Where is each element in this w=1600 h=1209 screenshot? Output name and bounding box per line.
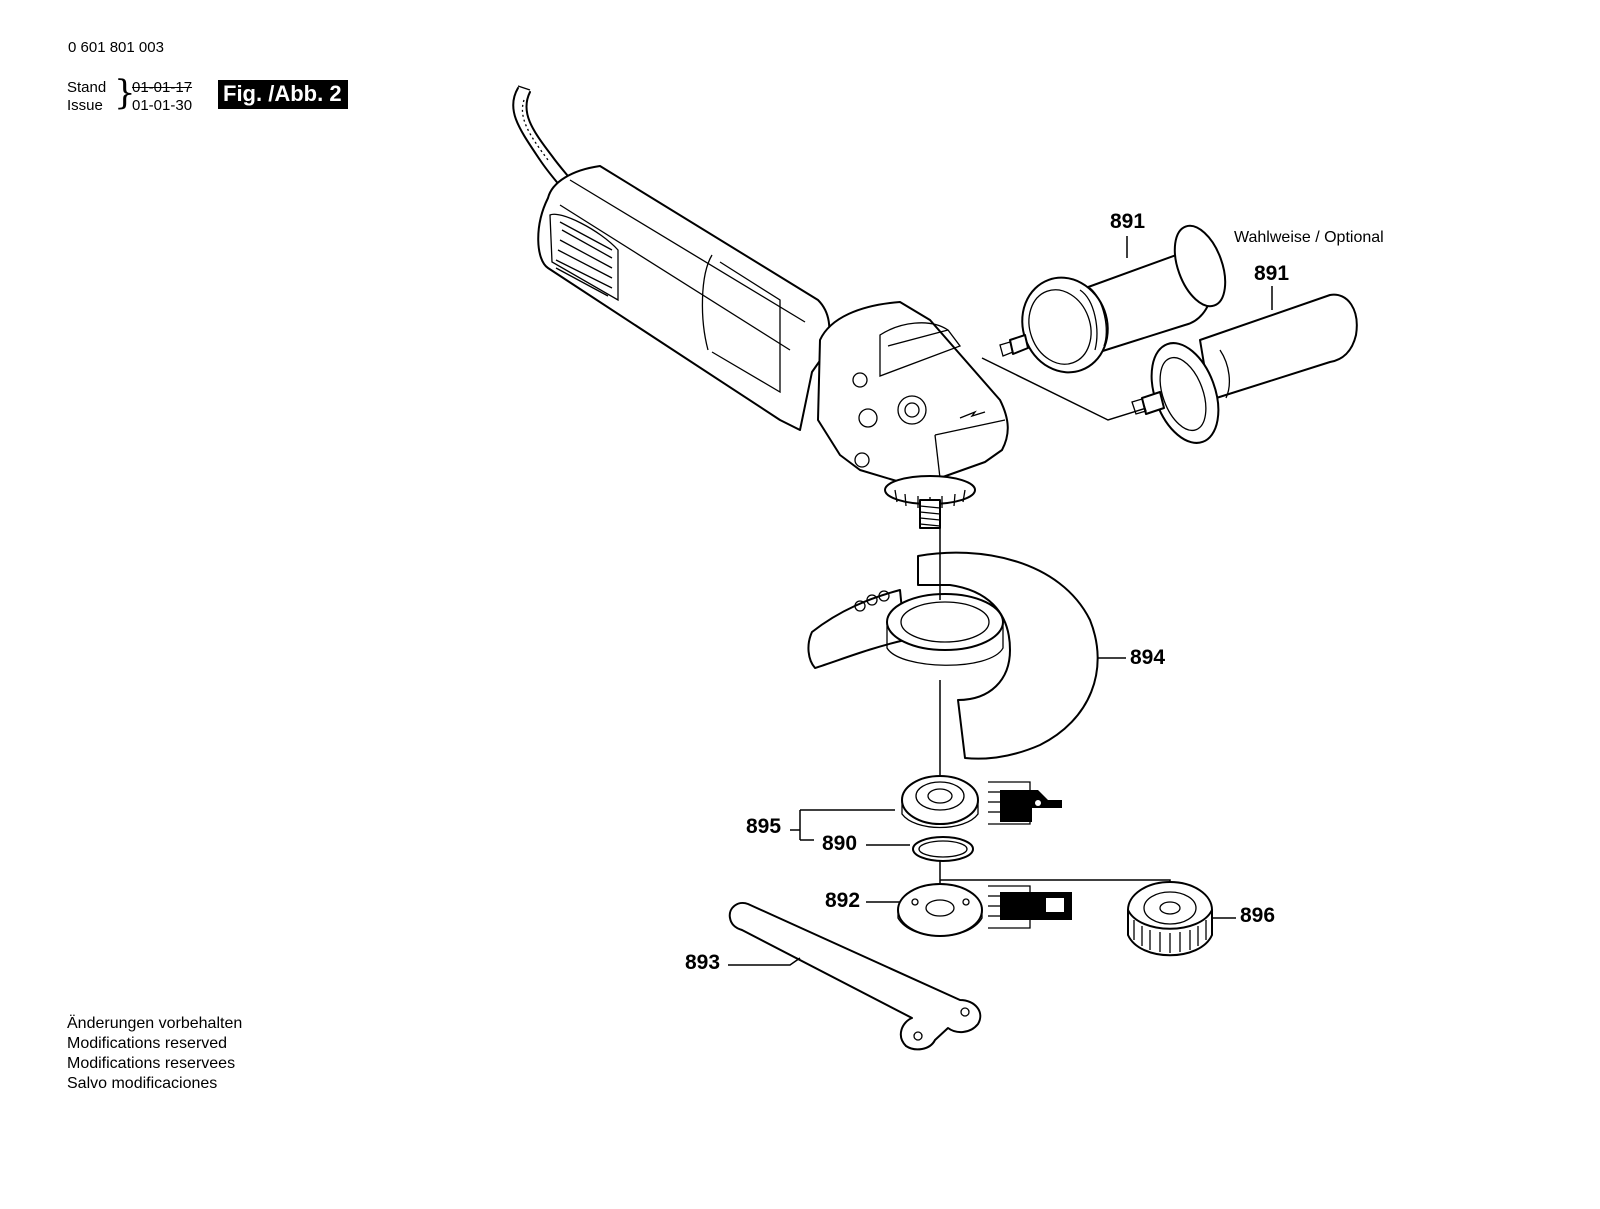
side-handle-icon xyxy=(981,224,1227,421)
stand-label: Stand xyxy=(67,79,107,96)
footer-note-de: Änderungen vorbehalten xyxy=(67,1015,243,1032)
callout-893: 893 xyxy=(685,951,721,974)
footer-note-fr: Modifications reservees xyxy=(67,1055,236,1072)
optional-note: Wahlweise / Optional xyxy=(1234,229,1384,246)
angle-grinder-icon xyxy=(537,165,1009,529)
side-handle-icon xyxy=(1131,293,1358,444)
issue-date: 01-01-30 xyxy=(132,97,193,114)
section-symbol-icon xyxy=(988,885,1072,929)
issue-label: Issue xyxy=(67,97,103,114)
section-symbol-icon xyxy=(988,781,1062,825)
callout-895: 895 xyxy=(746,815,782,838)
callout-894: 894 xyxy=(1130,646,1166,669)
callout-890: 890 xyxy=(822,832,858,855)
callout-891-upper: 891 xyxy=(1110,210,1146,233)
figure-label: Fig. /Abb. 2 xyxy=(218,80,348,109)
callout-891-lower: 891 xyxy=(1254,262,1290,285)
quick-clamping-nut-icon xyxy=(1127,881,1213,957)
stand-date: 01-01-17 xyxy=(132,79,193,96)
protective-guard-icon xyxy=(807,551,1099,760)
callout-892: 892 xyxy=(825,889,861,912)
wrench-icon xyxy=(728,902,982,1051)
brace-icon: } xyxy=(114,73,136,113)
flange-icon xyxy=(901,775,979,829)
part-number: 0 601 801 003 xyxy=(68,39,164,56)
flange-icon xyxy=(897,883,983,937)
o-ring-icon xyxy=(912,836,974,862)
footer-note-es: Salvo modificaciones xyxy=(67,1075,218,1092)
footer-note-en: Modifications reserved xyxy=(67,1035,228,1052)
callout-896: 896 xyxy=(1240,904,1276,927)
